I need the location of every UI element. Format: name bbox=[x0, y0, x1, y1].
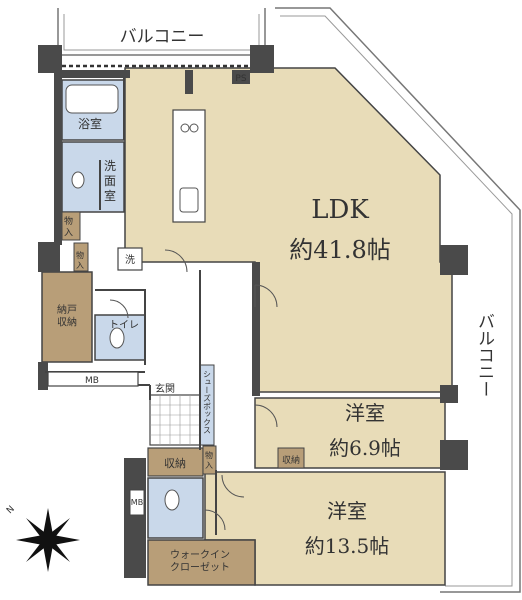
toilet-bowl-1 bbox=[109, 327, 125, 349]
storage-3-label: 物入 bbox=[205, 450, 213, 470]
storage-4-label: 収納 bbox=[282, 454, 300, 466]
ldk-name-label: LDK bbox=[311, 195, 369, 225]
storage-2-label: 物入 bbox=[76, 250, 84, 270]
mb-strip-1 bbox=[47, 371, 139, 387]
balcony-top-label: バルコニー bbox=[120, 27, 205, 47]
walkin-closet bbox=[147, 539, 256, 586]
entrance-label: 玄関 bbox=[155, 382, 175, 395]
wash-basin bbox=[71, 171, 85, 189]
western2-name-label: 洋室 bbox=[327, 499, 367, 523]
ldk-size-label: 約41.8帖 bbox=[289, 236, 390, 264]
shoebox-label: シューズボックス bbox=[203, 370, 212, 434]
nando-label: 納戸収納 bbox=[57, 303, 77, 329]
walkin-label: ウォークインクローゼット bbox=[170, 549, 230, 574]
storage-1-label: 物入 bbox=[64, 215, 73, 238]
storage-4 bbox=[277, 447, 305, 469]
svg-text:N: N bbox=[5, 504, 17, 516]
entrance-floor bbox=[149, 394, 201, 446]
laundry-room bbox=[117, 247, 143, 271]
mb-strip-2 bbox=[129, 489, 145, 516]
ps-label: PS bbox=[235, 74, 246, 84]
nando-closet bbox=[41, 271, 93, 363]
toilet-label: トイレ bbox=[109, 320, 139, 331]
balcony-right-label: バルコニー bbox=[474, 313, 494, 398]
western1-name-label: 洋室 bbox=[345, 401, 385, 425]
storage-small-label: 収納 bbox=[164, 457, 186, 470]
mb-label-2: MB bbox=[131, 498, 143, 507]
mb-label-1: MB bbox=[85, 376, 99, 386]
storage-3 bbox=[202, 445, 217, 475]
ldk-room bbox=[124, 67, 453, 393]
bathtub bbox=[65, 84, 119, 114]
kitchen-island bbox=[172, 109, 206, 223]
toilet-bowl-2 bbox=[164, 489, 180, 511]
storage-2 bbox=[73, 242, 89, 272]
exterior-walls bbox=[38, 45, 468, 578]
storage-small-room bbox=[147, 447, 204, 477]
laundry-label: 洗 bbox=[125, 254, 135, 266]
balcony-top-outline bbox=[57, 8, 266, 56]
western2-size-label: 約13.5帖 bbox=[305, 534, 390, 558]
door-swings bbox=[109, 249, 278, 531]
washroom-label: 洗面室 bbox=[104, 159, 116, 203]
bath-label: 浴室 bbox=[78, 116, 102, 131]
balcony-right-outline bbox=[275, 7, 521, 593]
western1-size-label: 約6.9帖 bbox=[329, 436, 401, 460]
compass-rose-icon: N bbox=[5, 504, 80, 572]
